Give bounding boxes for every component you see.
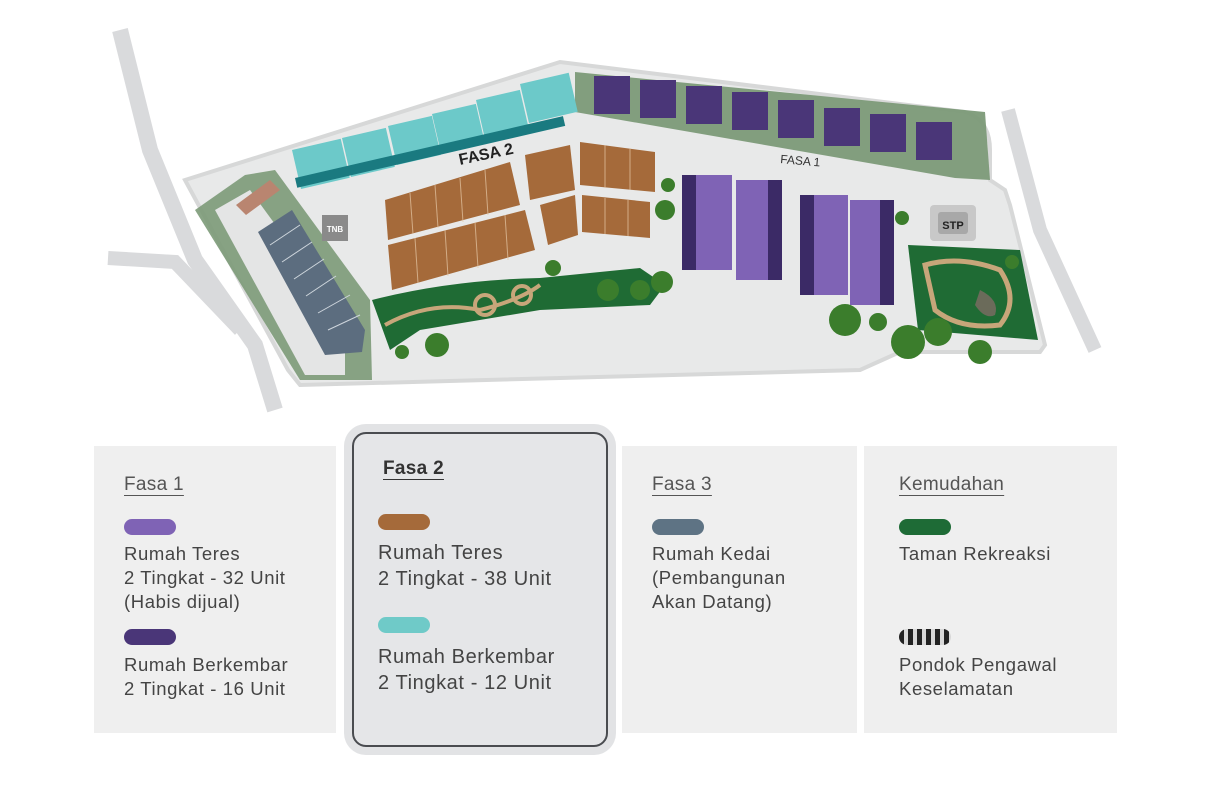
swatch-terrace-fasa1 <box>124 519 176 535</box>
swatch-terrace-fasa2 <box>378 514 430 530</box>
legend-item-park: Taman Rekreaksi <box>899 543 1051 564</box>
tnb-substation: TNB <box>322 215 348 241</box>
fasa2-semi-d-row <box>292 72 578 189</box>
legend-item-terrace-fasa1: Rumah Teres 2 Tingkat - 32 Unit (Habis d… <box>124 543 286 612</box>
trees <box>395 178 1019 364</box>
legend-title-kemudahan: Kemudahan <box>899 474 1005 495</box>
swatch-park <box>899 519 951 535</box>
legend-item-terrace-fasa2: Rumah Teres 2 Tingkat - 38 Unit <box>378 542 552 590</box>
legend-title-fasa3: Fasa 3 <box>652 474 712 495</box>
legend-card-kemudahan: Kemudahan Taman Rekreaksi Pondok Pengawa… <box>864 446 1117 733</box>
swatch-shop-fasa3 <box>652 519 704 535</box>
fasa1-map-label: FASA 1 <box>780 152 821 169</box>
fasa3-shop-blocks <box>236 180 365 355</box>
fasa1-terrace-blocks <box>682 175 894 305</box>
legend-title-fasa1: Fasa 1 <box>124 474 184 495</box>
tnb-label: TNB <box>327 225 344 234</box>
legend-card-fasa3: Fasa 3 Rumah Kedai (Pembangunan Akan Dat… <box>622 446 857 733</box>
site-plan-map: TNB STP FASA 2 FASA 1 <box>107 28 1102 413</box>
legend-card-fasa1: Fasa 1 Rumah Teres 2 Tingkat - 32 Unit (… <box>94 446 336 733</box>
swatch-semi-d-fasa2 <box>378 617 430 633</box>
recreation-park <box>372 245 1038 350</box>
legend-title-fasa2: Fasa 2 <box>383 458 444 479</box>
roads <box>107 28 1102 413</box>
swatch-semi-d-fasa1 <box>124 629 176 645</box>
legend-item-semi-d-fasa1: Rumah Berkembar 2 Tingkat - 16 Unit <box>124 654 289 699</box>
legend-item-guard-house: Pondok Pengawal Keselamatan <box>899 654 1058 699</box>
legend-card-fasa2[interactable]: Fasa 2 Rumah Teres 2 Tingkat - 38 Unit R… <box>352 432 608 747</box>
fasa2-terrace-blocks <box>385 142 655 290</box>
stp-facility: STP <box>930 205 976 241</box>
legend-item-semi-d-fasa2: Rumah Berkembar 2 Tingkat - 12 Unit <box>378 646 555 694</box>
guard-house-icon <box>899 629 951 645</box>
fasa1-semi-d-row <box>594 76 952 160</box>
legend-item-shop-fasa3: Rumah Kedai (Pembangunan Akan Datang) <box>652 543 786 612</box>
stp-label: STP <box>942 220 963 232</box>
